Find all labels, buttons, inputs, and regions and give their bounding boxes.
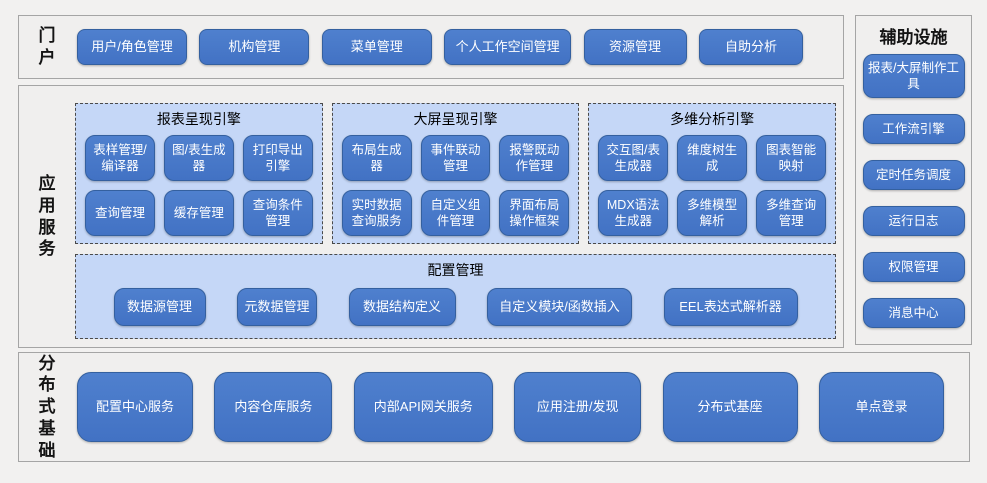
engine-node: 查询条件管理 — [242, 190, 313, 236]
portal-node-org: 机构管理 — [199, 29, 310, 65]
portal-label-column: 门户 — [19, 16, 75, 78]
config-node-eel-parser: EEL表达式解析器 — [663, 288, 798, 326]
engine-node: 界面布局操作框架 — [499, 190, 570, 236]
engine-node: 表样管理/编译器 — [85, 135, 155, 181]
portal-layer: 门户 用户/角色管理 机构管理 菜单管理 个人工作空间管理 资源管理 自助分析 — [18, 15, 844, 79]
aux-node-permissions: 权限管理 — [862, 252, 965, 282]
config-management-title: 配置管理 — [427, 262, 484, 278]
engine-node: 交互图/表生成器 — [598, 135, 669, 181]
engine-node: 打印导出引擎 — [242, 135, 313, 181]
dist-node-sso: 单点登录 — [818, 372, 944, 442]
distributed-layer-label: 分布式基础 — [38, 353, 56, 460]
app-services-content: 报表呈现引擎 表样管理/编译器 图/表生成器 打印导出引擎 查询管理 缓存管理 … — [75, 86, 843, 347]
report-engine-group: 报表呈现引擎 表样管理/编译器 图/表生成器 打印导出引擎 查询管理 缓存管理 … — [75, 103, 323, 244]
aux-node-message-center: 消息中心 — [862, 298, 965, 328]
engine-node: 查询管理 — [85, 190, 155, 236]
engine-node: 图表智能映射 — [756, 135, 827, 181]
dist-node-base: 分布式基座 — [662, 372, 798, 442]
bigscreen-engine-grid: 布局生成器 事件联动管理 报警既动作管理 实时数据查询服务 自定义组件管理 界面… — [333, 133, 579, 245]
dist-node-config-center: 配置中心服务 — [77, 372, 193, 442]
auxiliary-facilities-column: 辅助设施 报表/大屏制作工具 工作流引擎 定时任务调度 运行日志 权限管理 消息… — [855, 15, 972, 345]
dist-node-app-registry: 应用注册/发现 — [514, 372, 642, 442]
engine-node: 实时数据查询服务 — [341, 190, 412, 236]
engine-node: 多维模型解析 — [677, 190, 748, 236]
aux-node-run-logs: 运行日志 — [862, 206, 965, 236]
distributed-label-column: 分布式基础 — [19, 353, 75, 461]
config-node-metadata: 元数据管理 — [237, 288, 317, 326]
config-node-datasource: 数据源管理 — [113, 288, 206, 326]
bigscreen-engine-group: 大屏呈现引擎 布局生成器 事件联动管理 报警既动作管理 实时数据查询服务 自定义… — [331, 103, 580, 245]
engine-node: MDX语法生成器 — [598, 190, 669, 236]
portal-node-resource: 资源管理 — [583, 29, 687, 65]
portal-node-user-role: 用户/角色管理 — [77, 29, 187, 65]
app-services-layer: 应用服务 报表呈现引擎 表样管理/编译器 图/表生成器 打印导出引擎 查询管理 … — [18, 85, 844, 348]
engine-node: 布局生成器 — [341, 135, 412, 181]
report-engine-grid: 表样管理/编译器 图/表生成器 打印导出引擎 查询管理 缓存管理 查询条件管理 — [76, 133, 322, 245]
olap-engine-group: 多维分析引擎 交互图/表生成器 维度树生成 图表智能映射 MDX语法生成器 多维… — [588, 103, 837, 245]
portal-node-workspace: 个人工作空间管理 — [444, 29, 572, 65]
engine-node: 图/表生成器 — [163, 135, 234, 181]
config-node-structure: 数据结构定义 — [348, 288, 456, 326]
olap-engine-title: 多维分析引擎 — [670, 111, 755, 127]
engine-node: 事件联动管理 — [420, 135, 491, 181]
app-services-label-column: 应用服务 — [19, 86, 75, 347]
dist-node-api-gateway: 内部API网关服务 — [353, 372, 493, 442]
engine-node: 自定义组件管理 — [420, 190, 491, 236]
aux-node-workflow-engine: 工作流引擎 — [862, 114, 965, 144]
engine-node: 维度树生成 — [677, 135, 748, 181]
olap-engine-grid: 交互图/表生成器 维度树生成 图表智能映射 MDX语法生成器 多维模型解析 多维… — [589, 133, 835, 245]
dist-node-content-repo: 内容仓库服务 — [214, 372, 333, 442]
engine-node: 缓存管理 — [163, 190, 234, 236]
engine-groups: 报表呈现引擎 表样管理/编译器 图/表生成器 打印导出引擎 查询管理 缓存管理 … — [75, 103, 837, 245]
bigscreen-engine-title: 大屏呈现引擎 — [413, 111, 498, 127]
engine-node: 报警既动作管理 — [499, 135, 570, 181]
portal-layer-label: 门户 — [38, 26, 56, 67]
auxiliary-column-title: 辅助设施 — [879, 28, 948, 47]
engine-node: 多维查询管理 — [756, 190, 827, 236]
portal-node-menu: 菜单管理 — [321, 29, 432, 65]
aux-node-authoring-tools: 报表/大屏制作工具 — [862, 54, 965, 98]
report-engine-title: 报表呈现引擎 — [156, 111, 241, 127]
portal-node-selfservice: 自助分析 — [698, 29, 803, 65]
aux-node-scheduler: 定时任务调度 — [862, 160, 965, 190]
portal-node-row: 用户/角色管理 机构管理 菜单管理 个人工作空间管理 资源管理 自助分析 — [75, 16, 843, 78]
distributed-node-row: 配置中心服务 内容仓库服务 内部API网关服务 应用注册/发现 分布式基座 单点… — [75, 353, 969, 461]
config-management-group: 配置管理 数据源管理 元数据管理 数据结构定义 自定义模块/函数插入 EEL表达… — [75, 254, 836, 339]
config-node-row: 数据源管理 元数据管理 数据结构定义 自定义模块/函数插入 EEL表达式解析器 — [76, 284, 835, 338]
distributed-foundation-layer: 分布式基础 配置中心服务 内容仓库服务 内部API网关服务 应用注册/发现 分布… — [18, 352, 970, 462]
app-services-layer-label: 应用服务 — [38, 174, 56, 259]
auxiliary-node-column: 报表/大屏制作工具 工作流引擎 定时任务调度 运行日志 权限管理 消息中心 — [862, 54, 965, 328]
config-node-custom-module: 自定义模块/函数插入 — [487, 288, 632, 326]
